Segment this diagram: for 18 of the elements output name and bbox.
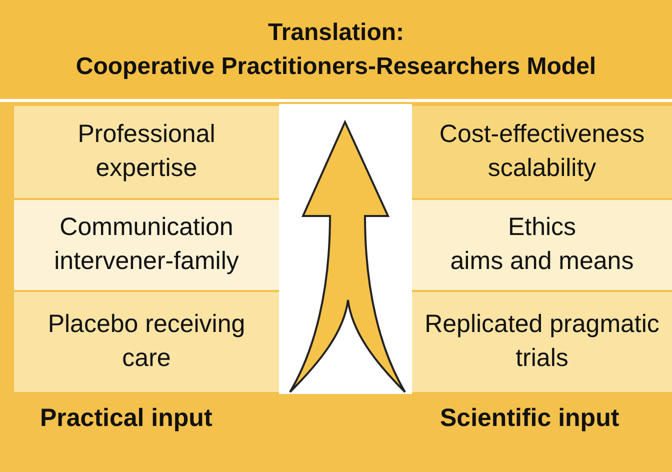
factor-box xyxy=(14,200,279,290)
factor-box xyxy=(412,200,672,290)
factor-box xyxy=(14,106,279,198)
input-label: Scientific input xyxy=(440,404,620,433)
box-text: Replicated pragmatic trials xyxy=(424,309,660,374)
box-text: Ethics xyxy=(508,212,576,244)
title-text: Translation: xyxy=(268,18,404,48)
factor-box xyxy=(412,106,672,198)
input-label: Practical input xyxy=(40,404,212,433)
box-text: Professional expertise xyxy=(76,119,216,184)
box-text: Communication intervener-family xyxy=(53,212,240,277)
header-band xyxy=(0,0,672,102)
box-text: Cost-effectiveness scalability xyxy=(438,119,646,184)
title-text: Cooperative Practitioners-Researchers Model xyxy=(76,52,596,82)
factor-box xyxy=(14,292,279,392)
factor-box xyxy=(412,292,672,392)
box-text: Placebo receiving care xyxy=(46,309,246,374)
box-text: aims and means xyxy=(450,246,634,277)
